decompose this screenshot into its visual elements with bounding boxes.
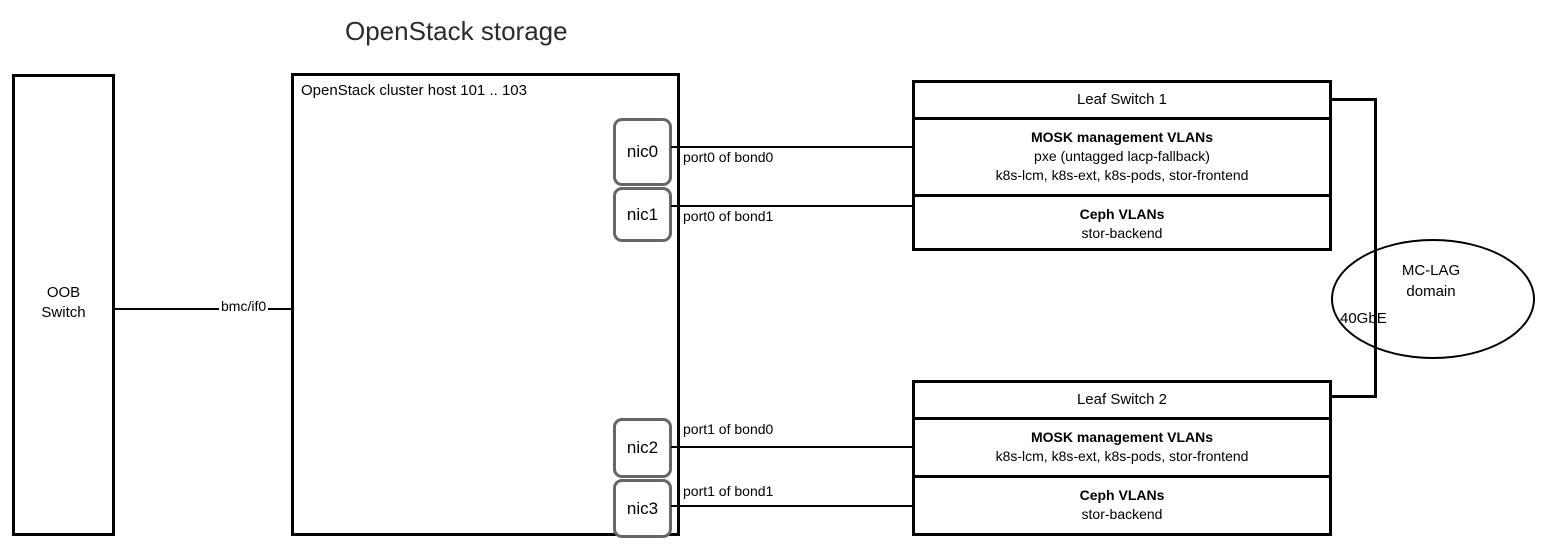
- nic-box-nic1[interactable]: nic1: [613, 187, 672, 242]
- leaf-switch-1-mosk-vlans: MOSK management VLANs pxe (untagged lacp…: [915, 117, 1329, 194]
- bmc-connection-line: [115, 308, 292, 310]
- mclag-domain-label: MC-LAG domain: [1371, 260, 1491, 302]
- nic-box-nic2[interactable]: nic2: [613, 418, 672, 478]
- oob-switch-label-line1: OOB: [46, 284, 81, 301]
- leaf-switch-2-ceph-heading: Ceph VLANs: [1079, 487, 1165, 503]
- leaf-switch-2-mosk-line-1: k8s-lcm, k8s-ext, k8s-pods, stor-fronten…: [995, 448, 1249, 464]
- leaf-switch-2-mosk-vlans: MOSK management VLANs k8s-lcm, k8s-ext, …: [915, 417, 1329, 475]
- mclag-domain-ellipse[interactable]: [1331, 239, 1535, 359]
- mclag-trunk-vertical-segment: [1374, 98, 1377, 397]
- nic1-link-label: port0 of bond1: [683, 208, 774, 224]
- page-title: OpenStack storage: [345, 16, 568, 46]
- bmc-link-label: bmc/if0: [219, 298, 269, 314]
- leaf-switch-1-mosk-heading: MOSK management VLANs: [1030, 129, 1214, 145]
- leaf-switch-2-ceph-vlans: Ceph VLANs stor-backend: [915, 475, 1329, 533]
- nic-box-nic3[interactable]: nic3: [613, 479, 672, 538]
- nic-box-nic0[interactable]: nic0: [613, 118, 672, 186]
- oob-switch-box[interactable]: [12, 74, 115, 536]
- leaf-switch-1-title: Leaf Switch 1: [1076, 91, 1168, 108]
- nic3-link-label: port1 of bond1: [683, 483, 774, 499]
- mclag-trunk-bottom-segment: [1330, 395, 1377, 398]
- leaf-switch-1-mosk-line-1: pxe (untagged lacp-fallback): [1034, 148, 1210, 164]
- nic0-link-line: [671, 146, 914, 148]
- nic2-link-label: port1 of bond0: [683, 421, 774, 437]
- openstack-cluster-label: OpenStack cluster host 101 .. 103: [301, 82, 527, 99]
- leaf-switch-1-ceph-vlans: Ceph VLANs stor-backend: [915, 194, 1329, 252]
- leaf-switch-2-ceph-line-1: stor-backend: [1081, 506, 1163, 522]
- leaf-switch-1-panel[interactable]: Leaf Switch 1 MOSK management VLANs pxe …: [912, 80, 1332, 251]
- leaf-switch-1-ceph-heading: Ceph VLANs: [1079, 206, 1165, 222]
- nic2-link-line: [671, 446, 914, 448]
- leaf-switch-2-panel[interactable]: Leaf Switch 2 MOSK management VLANs k8s-…: [912, 380, 1332, 536]
- nic0-link-label: port0 of bond0: [683, 149, 774, 165]
- mclag-trunk-top-segment: [1330, 98, 1377, 101]
- mclag-domain-label-line1: MC-LAG: [1401, 262, 1461, 279]
- leaf-switch-2-title: Leaf Switch 2: [1076, 391, 1168, 408]
- oob-switch-label: OOB Switch: [12, 283, 115, 323]
- oob-switch-label-line2: Switch: [41, 304, 86, 321]
- mclag-speed-label: 40GbE: [1340, 310, 1387, 327]
- leaf-switch-1-mosk-line-2: k8s-lcm, k8s-ext, k8s-pods, stor-fronten…: [995, 167, 1249, 183]
- nic3-link-line: [671, 505, 914, 507]
- leaf-switch-1-ceph-line-1: stor-backend: [1081, 225, 1163, 241]
- mclag-domain-label-line2: domain: [1406, 283, 1456, 300]
- nic1-link-line: [671, 205, 914, 207]
- leaf-switch-2-mosk-heading: MOSK management VLANs: [1030, 429, 1214, 445]
